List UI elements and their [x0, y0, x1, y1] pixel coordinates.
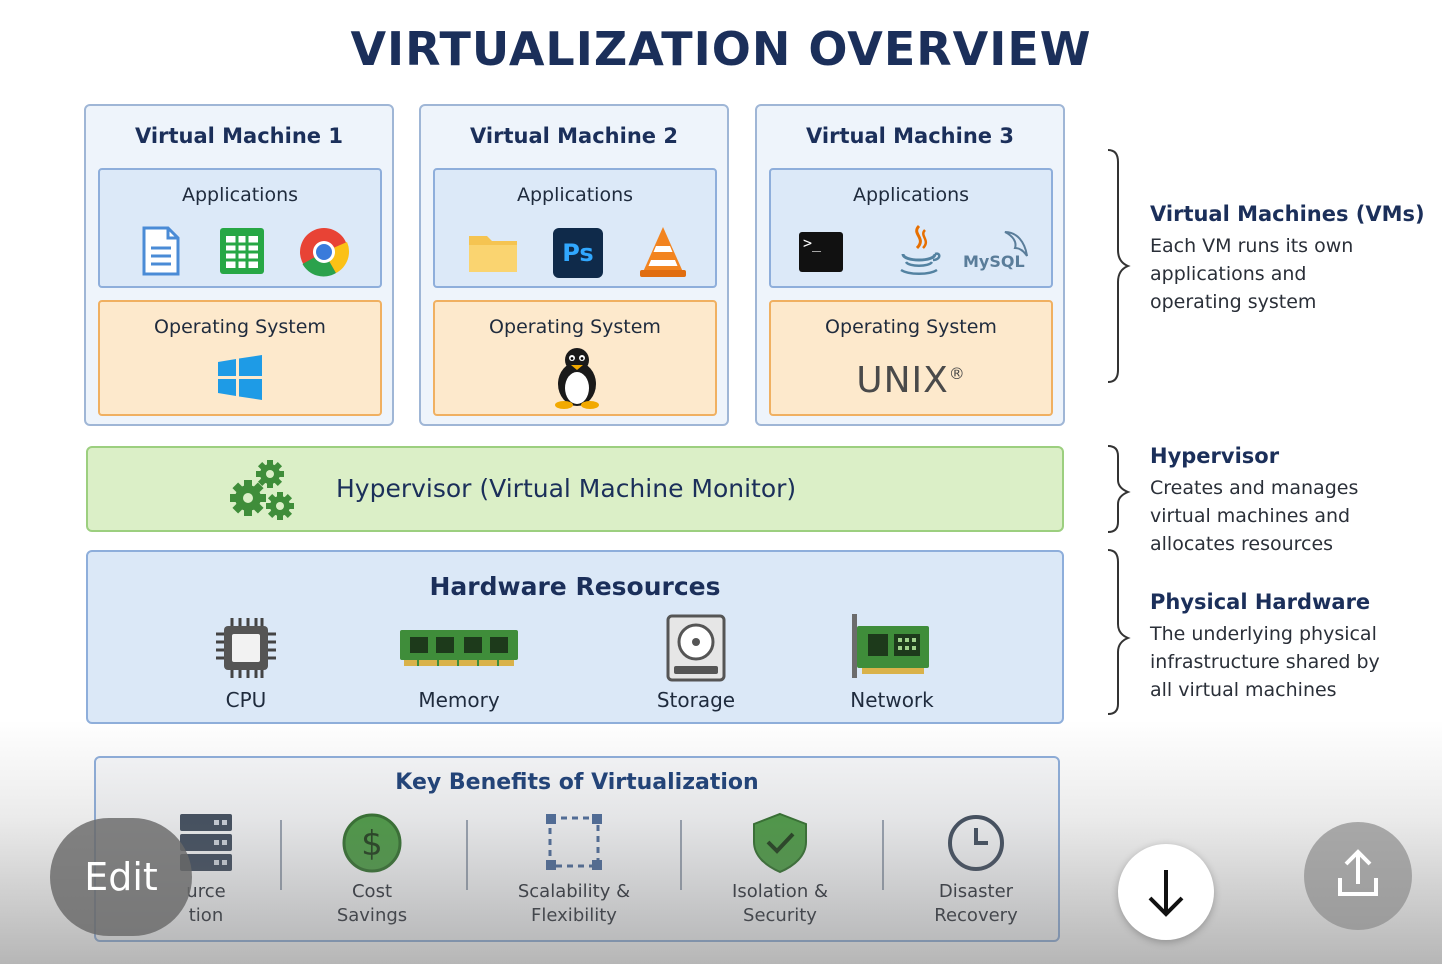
folder-icon: [469, 236, 517, 272]
hardware-title: Hardware Resources: [429, 572, 721, 601]
benefit-line-2: Flexibility: [531, 905, 617, 926]
applications-box: Applications Ps: [433, 168, 717, 288]
terminal-icon: >_: [799, 232, 843, 272]
applications-box: Applications: [98, 168, 382, 288]
applications-box: Applications >_ MySQL: [769, 168, 1053, 288]
benefit-line-1: Isolation &: [732, 881, 828, 902]
storage-icon: [666, 614, 726, 682]
benefit-line-1: Disaster: [938, 881, 1014, 902]
document-icon: [142, 226, 180, 276]
os-label: Operating System: [154, 316, 326, 338]
svg-text:$: $: [361, 824, 383, 864]
page-title: VIRTUALIZATION OVERVIEW: [350, 22, 1092, 76]
virtual-machine-2: Virtual Machine 2 Applications Ps Operat…: [419, 104, 729, 426]
edit-button[interactable]: Edit: [50, 818, 192, 936]
clock-icon: [948, 815, 1004, 871]
virtual-machine-3: Virtual Machine 3 Applications >_ MySQL …: [755, 104, 1065, 426]
memory-icon: [400, 630, 518, 666]
benefit-line-1: Cost: [351, 881, 393, 902]
benefit-cost-savings: $ Cost Savings: [282, 812, 462, 928]
spreadsheet-icon: [220, 228, 264, 274]
mysql-wordmark: MySQL: [963, 252, 1025, 271]
virtual-machine-1: Virtual Machine 1 Applications Operat: [84, 104, 394, 426]
key-benefits-title: Key Benefits of Virtualization: [395, 770, 759, 795]
benefit-isolation-security: Isolation & Security: [690, 812, 870, 928]
annotation-physical-hardware: Physical Hardware The underlying physica…: [1150, 590, 1438, 704]
dolphin-shape: [1004, 231, 1028, 257]
annotation-description: The underlying physical infrastructure s…: [1150, 620, 1438, 704]
scale-icon: [546, 814, 602, 870]
linux-tux-icon: [555, 348, 599, 409]
hypervisor-layer: Hypervisor (Virtual Machine Monitor): [86, 446, 1064, 532]
benefit-line-2: Recovery: [934, 905, 1018, 926]
arrow-down-icon: [1148, 870, 1184, 917]
annotation-description: Creates and manages virtual machines and…: [1150, 474, 1438, 558]
hardware-label-cpu: CPU: [225, 688, 267, 712]
gears-icon: [230, 460, 294, 520]
os-label: Operating System: [489, 316, 661, 338]
annotation-title: Virtual Machines (VMs): [1150, 202, 1425, 226]
shield-check-icon: [753, 812, 807, 874]
share-button[interactable]: [1304, 822, 1412, 930]
hardware-label-network: Network: [850, 688, 934, 712]
annotation-line: allocates resources: [1150, 533, 1334, 555]
os-label: Operating System: [825, 316, 997, 338]
hardware-label-storage: Storage: [656, 688, 736, 712]
key-benefits-panel: Key Benefits of Virtualization urce tion…: [94, 756, 1060, 942]
benefit-divider: [680, 820, 682, 890]
benefit-scalability-flexibility: Scalability & Flexibility: [484, 812, 664, 928]
annotation-braces: [1107, 149, 1131, 715]
benefit-line-2: Security: [743, 905, 817, 926]
operating-system-box: Operating System UNIX®: [769, 300, 1053, 416]
dollar-icon: $: [342, 813, 402, 873]
annotation-vms: Virtual Machines (VMs) Each VM runs its …: [1150, 202, 1438, 316]
vm-title: Virtual Machine 3: [806, 124, 1014, 148]
unix-label: UNIX: [856, 360, 949, 401]
vlc-icon: [640, 227, 686, 277]
registered-mark: ®: [948, 364, 966, 383]
windows-icon: [218, 355, 262, 400]
mysql-icon: MySQL: [961, 226, 1035, 278]
unix-text: UNIX®: [771, 360, 1051, 401]
cpu-icon: [216, 618, 276, 678]
hardware-label-memory: Memory: [418, 688, 500, 712]
annotation-title: Physical Hardware: [1150, 590, 1371, 614]
annotation-title: Hypervisor: [1150, 444, 1280, 468]
annotation-line: operating system: [1150, 291, 1317, 313]
vm-title: Virtual Machine 2: [470, 124, 678, 148]
annotation-hypervisor: Hypervisor Creates and manages virtual m…: [1150, 444, 1438, 558]
photoshop-icon: Ps: [553, 228, 603, 278]
annotation-line: infrastructure shared by: [1150, 651, 1380, 673]
annotation-line: Creates and manages: [1150, 477, 1359, 499]
network-card-icon: [852, 614, 929, 678]
benefit-divider: [466, 820, 468, 890]
chrome-icon: [300, 228, 350, 277]
share-upload-icon: [1338, 849, 1378, 896]
java-icon: [900, 224, 941, 275]
annotation-line: virtual machines and: [1150, 505, 1351, 527]
operating-system-box: Operating System: [433, 300, 717, 416]
applications-label: Applications: [181, 184, 299, 206]
annotation-line: applications and: [1150, 263, 1307, 285]
benefit-divider: [882, 820, 884, 890]
benefit-disaster-recovery: Disaster Recovery: [886, 812, 1066, 928]
benefit-line-1: Scalability &: [517, 881, 631, 902]
applications-label: Applications: [852, 184, 970, 206]
operating-system-box: Operating System: [98, 300, 382, 416]
annotation-description: Each VM runs its own applications and op…: [1150, 232, 1438, 316]
annotation-line: The underlying physical: [1150, 623, 1377, 645]
benefit-line-2: Savings: [336, 905, 408, 926]
annotation-line: all virtual machines: [1150, 679, 1337, 701]
download-button[interactable]: [1118, 844, 1214, 940]
applications-label: Applications: [516, 184, 634, 206]
hypervisor-label: Hypervisor (Virtual Machine Monitor): [336, 474, 797, 503]
vm-title: Virtual Machine 1: [135, 124, 343, 148]
annotation-line: Each VM runs its own: [1150, 235, 1354, 257]
hardware-resources: Hardware Resources CPU Memory Storage Ne…: [86, 550, 1064, 724]
